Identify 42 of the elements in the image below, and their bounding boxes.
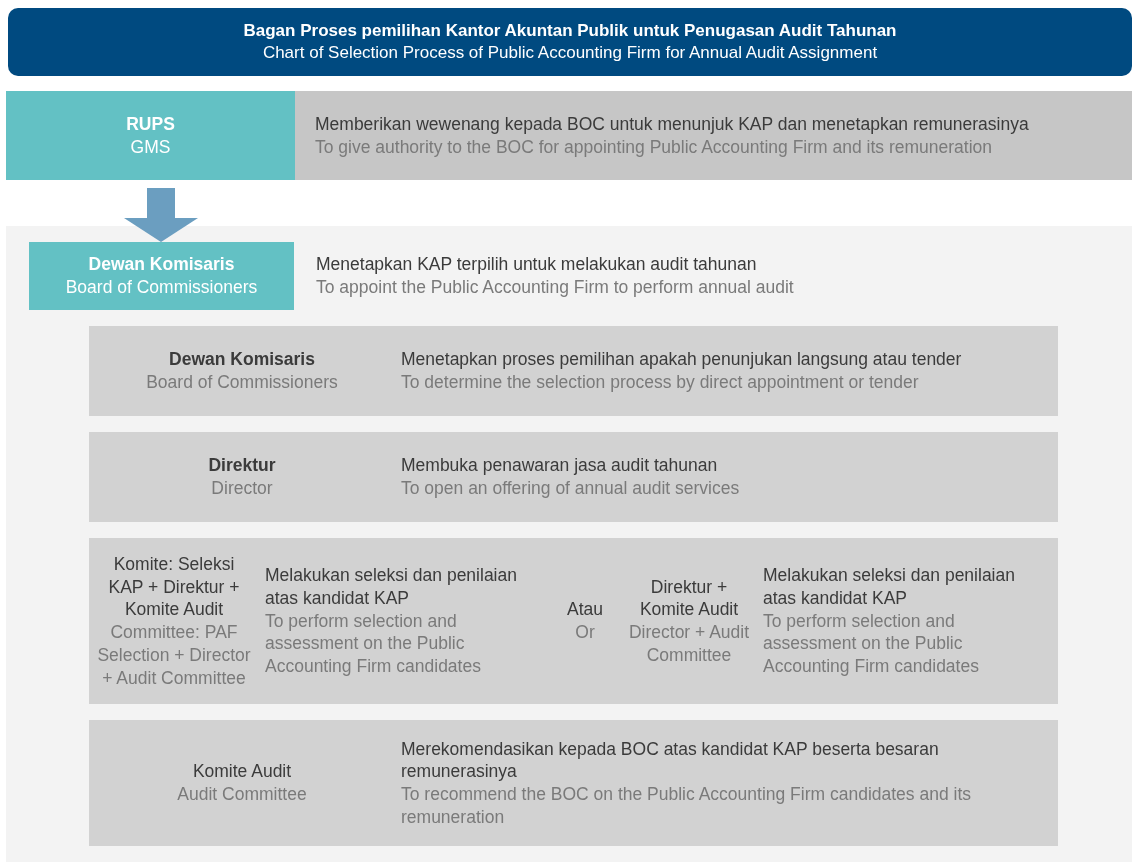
description-band: [295, 91, 1132, 180]
description: Menetapkan proses pemilihan apakah penunjukan langsung atau tender: [401, 348, 962, 371]
description: Membuka penawaran jasa audit tahunan: [401, 454, 718, 477]
description-translation: To open an offering of annual audit services: [401, 477, 740, 500]
role-title: Direktur: [208, 454, 276, 477]
role-subtitle: Committee: PAF Selection + Director + Audit Committee: [96, 621, 252, 690]
role-subtitle: Board of Commissioners: [65, 276, 258, 299]
step-row: [89, 720, 1058, 846]
description: Merekomendasikan kepada BOC atas kandidat KAP beserta besaran remunerasinya: [401, 737, 940, 783]
role-title: RUPS: [126, 112, 175, 136]
role-title: Direktur + Komite Audit: [638, 575, 740, 621]
description: Melakukan seleksi dan penilaian atas kandidat KAP: [763, 564, 1016, 610]
role-title: Komite Audit: [192, 760, 292, 783]
description: Memberikan wewenang kepada BOC untuk menunjuk KAP dan menetapkan remunerasinya: [315, 112, 1029, 136]
process-panel: [6, 226, 1132, 862]
role-box: [6, 91, 295, 180]
step-row: [89, 432, 1058, 522]
title: Bagan Proses pemilihan Kantor Akuntan Publik untuk Penugasan Audit Tahunan: [243, 19, 897, 42]
role-subtitle: Director: [211, 477, 273, 500]
role-title: Komite: Seleksi KAP + Direktur + Komite Audit: [107, 552, 241, 621]
flow-arrow: [124, 188, 198, 242]
role-title: Dewan Komisaris: [88, 253, 235, 276]
description-translation: To recommend the BOC on the Public Accounting Firm candidates and its remuneration: [401, 783, 972, 829]
role-title: Atau: [567, 598, 603, 621]
step-row: [89, 538, 1058, 704]
role-box: [29, 242, 294, 310]
role-subtitle: Director + Audit Committee: [627, 621, 751, 667]
description-translation: To determine the selection process by direct appointment or tender: [401, 371, 919, 394]
title-banner: [8, 8, 1132, 76]
role-subtitle: Board of Commissioners: [146, 371, 338, 394]
description-translation: To perform selection and assessment on the Public Accounting Firm candidates: [763, 609, 980, 678]
description-translation: To perform selection and assessment on the Public Accounting Firm candidates: [265, 609, 482, 678]
subtitle: Chart of Selection Process of Public Accounting Firm for Annual Audit Assignment: [262, 42, 878, 64]
role-subtitle: Audit Committee: [177, 783, 307, 806]
role-title: Dewan Komisaris: [169, 348, 315, 371]
description-translation: To appoint the Public Accounting Firm to perform annual audit: [316, 276, 794, 299]
description: Melakukan seleksi dan penilaian atas kandidat KAP: [265, 564, 518, 610]
role-subtitle: GMS: [130, 135, 171, 159]
role-subtitle: Or: [575, 621, 595, 644]
step-row: [89, 326, 1058, 416]
description-translation: To give authority to the BOC for appointing Public Accounting Firm and its remuneration: [315, 135, 993, 159]
description: Menetapkan KAP terpilih untuk melakukan audit tahunan: [316, 253, 758, 276]
